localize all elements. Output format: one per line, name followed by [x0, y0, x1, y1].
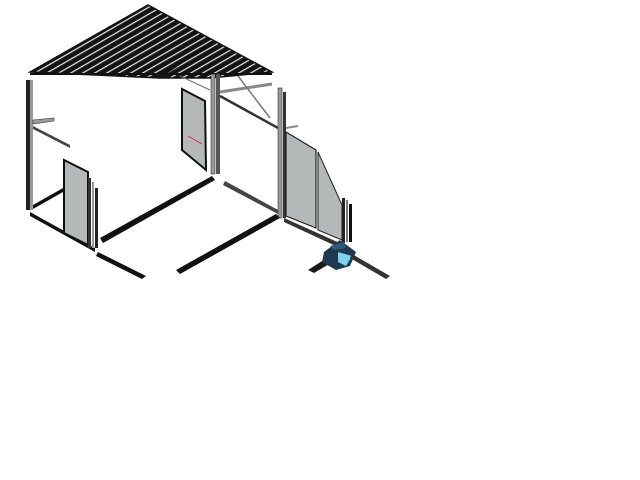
base-connector [308, 240, 390, 279]
wall-panel-right [285, 130, 343, 241]
door-panel-back [181, 87, 208, 173]
back-wall-frame [179, 73, 279, 175]
floor-beams [96, 176, 342, 279]
roof [27, 4, 275, 80]
left-wall-frame [26, 80, 95, 252]
door-panel-left [63, 158, 98, 248]
red-marker-line [187, 135, 203, 145]
